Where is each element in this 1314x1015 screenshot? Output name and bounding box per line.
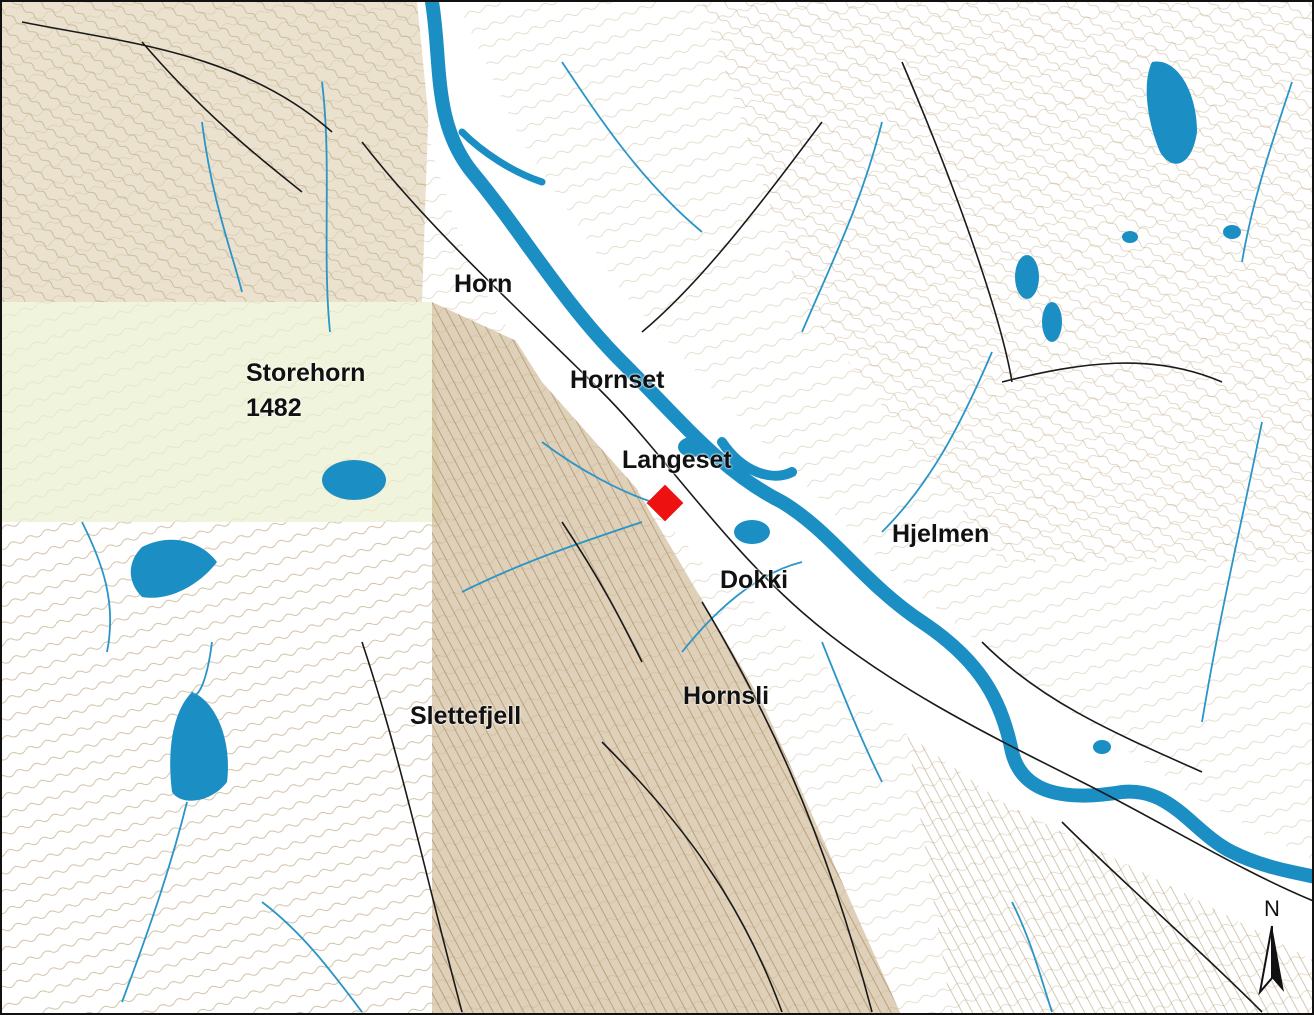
label-dokki: Dokki [720, 566, 789, 594]
label-hjelmen: Hjelmen [892, 520, 990, 548]
label-langeset: Langeset [622, 446, 732, 474]
roads [21, 21, 1312, 1013]
streams [81, 61, 1293, 1013]
label-storehorn: Storehorn [246, 359, 366, 387]
north-letter: N [1264, 896, 1280, 921]
label-hornsli: Hornsli [683, 682, 770, 710]
label-storehorn-elevation: 1482 [246, 394, 302, 422]
north-arrow-icon [1258, 925, 1284, 996]
label-horn: Horn [454, 270, 513, 298]
lakes [130, 61, 1241, 801]
label-hornset: Hornset [570, 366, 665, 394]
river-main [425, 2, 1312, 884]
label-slettefjell: Slettefjell [410, 702, 522, 730]
valley-floor [417, 2, 1312, 960]
site-marker-icon [646, 484, 684, 522]
